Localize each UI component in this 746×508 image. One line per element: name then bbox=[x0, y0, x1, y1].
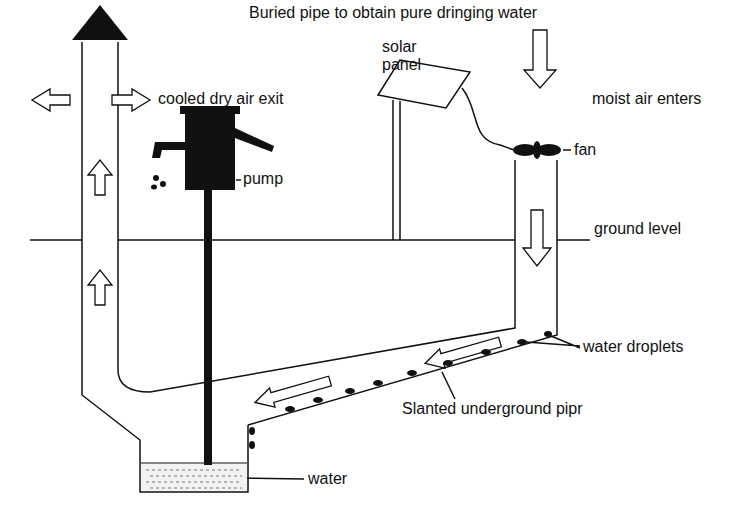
panel-label: solar panel bbox=[382, 38, 432, 74]
pipe-lower-wall bbox=[248, 160, 557, 425]
leader-line bbox=[563, 149, 571, 151]
ground-label: ground level bbox=[594, 220, 681, 238]
pipe-upper-wall bbox=[118, 42, 515, 392]
pipe-label: Slanted underground pipr bbox=[402, 400, 583, 418]
exit-label: cooled dry air exit bbox=[158, 90, 283, 108]
water-label: water bbox=[308, 470, 347, 488]
fan bbox=[513, 141, 561, 159]
fan-label: fan bbox=[574, 141, 596, 159]
leader-line bbox=[526, 336, 580, 348]
leader-line bbox=[236, 179, 241, 181]
inlet-label: moist air enters bbox=[592, 90, 701, 108]
hand-pump bbox=[151, 106, 274, 465]
droplet-label: water droplets bbox=[583, 338, 684, 356]
water-droplets bbox=[249, 331, 552, 449]
pump-label: pump bbox=[243, 170, 283, 188]
panel-pole bbox=[393, 100, 400, 240]
leader-line bbox=[442, 372, 455, 399]
wire bbox=[462, 88, 514, 150]
water-body bbox=[141, 463, 247, 491]
ground-line bbox=[30, 239, 590, 241]
vent-cap bbox=[72, 5, 128, 40]
airflow-arrows bbox=[32, 30, 556, 412]
exit-pipe-wall bbox=[82, 42, 248, 492]
diagram-title: Buried pipe to obtain pure dringing wate… bbox=[249, 4, 537, 22]
